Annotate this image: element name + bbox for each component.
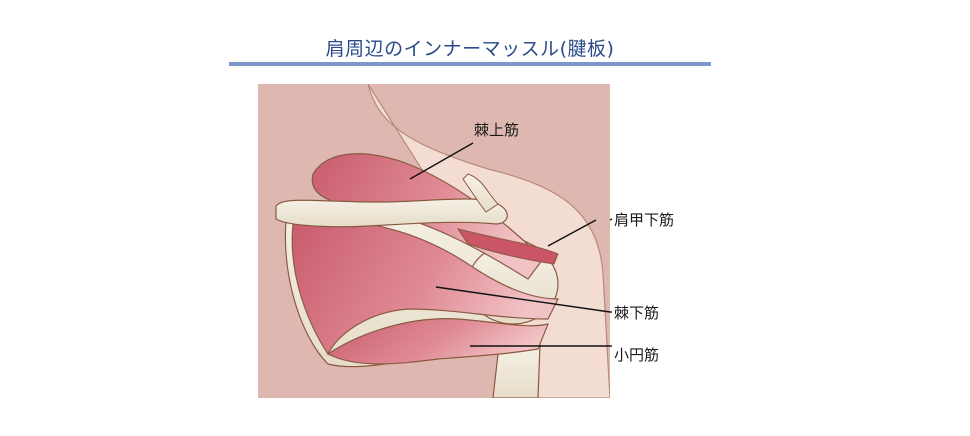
label-supraspinatus: 棘上筋: [474, 121, 520, 139]
label-infraspinatus: 棘下筋: [614, 304, 660, 322]
leader-supraspinatus: [409, 142, 474, 180]
subscapularis-muscle: [456, 228, 559, 265]
label-teres-minor: 小円筋: [614, 346, 660, 364]
infraspinatus-muscle: [291, 219, 559, 356]
shoulder-illustration: [258, 84, 610, 398]
title-underline: [229, 62, 711, 66]
diagram-title: 肩周辺のインナーマッスル(腱板): [325, 38, 615, 60]
leader-subscapularis: [547, 219, 597, 247]
teres-minor-muscle: [326, 318, 549, 365]
leader-infraspinatus: [435, 286, 610, 313]
acromion-bone: [462, 173, 499, 213]
scapular-spine: [275, 198, 508, 228]
label-subscapularis: 肩甲下筋: [614, 211, 675, 229]
